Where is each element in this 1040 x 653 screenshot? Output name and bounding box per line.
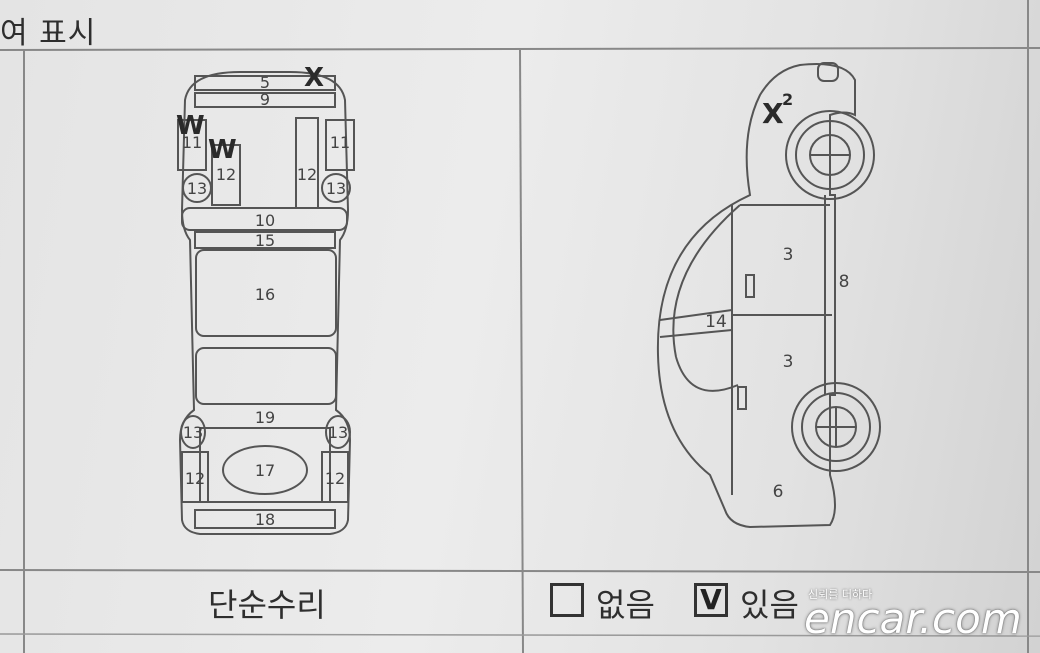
part-label-12-rear-right: 12 <box>325 469 345 488</box>
watermark-tagline: 신뢰를 더하다 <box>808 588 873 601</box>
part-label-13-front-right: 13 <box>326 179 346 198</box>
part-label-15: 15 <box>255 231 275 250</box>
section-heading: 여 표시 <box>0 16 97 51</box>
part-label-11-right: 11 <box>330 133 350 152</box>
part-label-3-rear-door: 3 <box>783 352 794 372</box>
part-label-9: 9 <box>260 90 270 109</box>
part-label-12-rear-left: 12 <box>185 469 205 488</box>
part-label-3-front-door: 3 <box>783 245 794 265</box>
part-label-17: 17 <box>255 461 275 480</box>
car-top-view-diagram: 5 9 11 11 12 12 13 13 10 15 16 19 13 13 … <box>176 63 355 535</box>
part-label-12-front-right: 12 <box>297 165 317 184</box>
exchange-mark-x: X <box>304 63 324 93</box>
repair-mark-w-2: W <box>208 135 237 165</box>
exchange-mark-x-side: X <box>762 97 784 130</box>
part-label-8: 8 <box>839 272 850 292</box>
option-none-label: 없음 <box>596 586 655 624</box>
part-label-19: 19 <box>255 408 275 427</box>
watermark-brand: encar.com <box>804 594 1022 643</box>
repair-mark-w-1: W <box>176 111 205 141</box>
part-label-13-rear-right: 13 <box>328 423 348 442</box>
simple-repair-label: 단순수리 <box>208 586 326 624</box>
option-yes-checkbox: V <box>694 583 728 617</box>
part-label-5: 5 <box>260 73 270 92</box>
part-label-10: 10 <box>255 211 275 230</box>
exchange-mark-superscript: 2 <box>782 90 793 109</box>
part-label-12-front-left: 12 <box>216 165 236 184</box>
option-yes-label: 있음 <box>740 586 799 624</box>
part-label-6: 6 <box>773 482 784 502</box>
option-none-checkbox <box>550 583 584 617</box>
part-label-14: 14 <box>705 312 727 332</box>
part-label-18: 18 <box>255 510 275 529</box>
part-label-13-front-left: 13 <box>187 179 207 198</box>
part-label-11-left: 11 <box>182 133 202 152</box>
part-label-13-rear-left: 13 <box>183 423 203 442</box>
part-label-16: 16 <box>255 285 275 304</box>
car-side-view-diagram: 3 8 14 3 6 X 2 <box>656 62 881 529</box>
